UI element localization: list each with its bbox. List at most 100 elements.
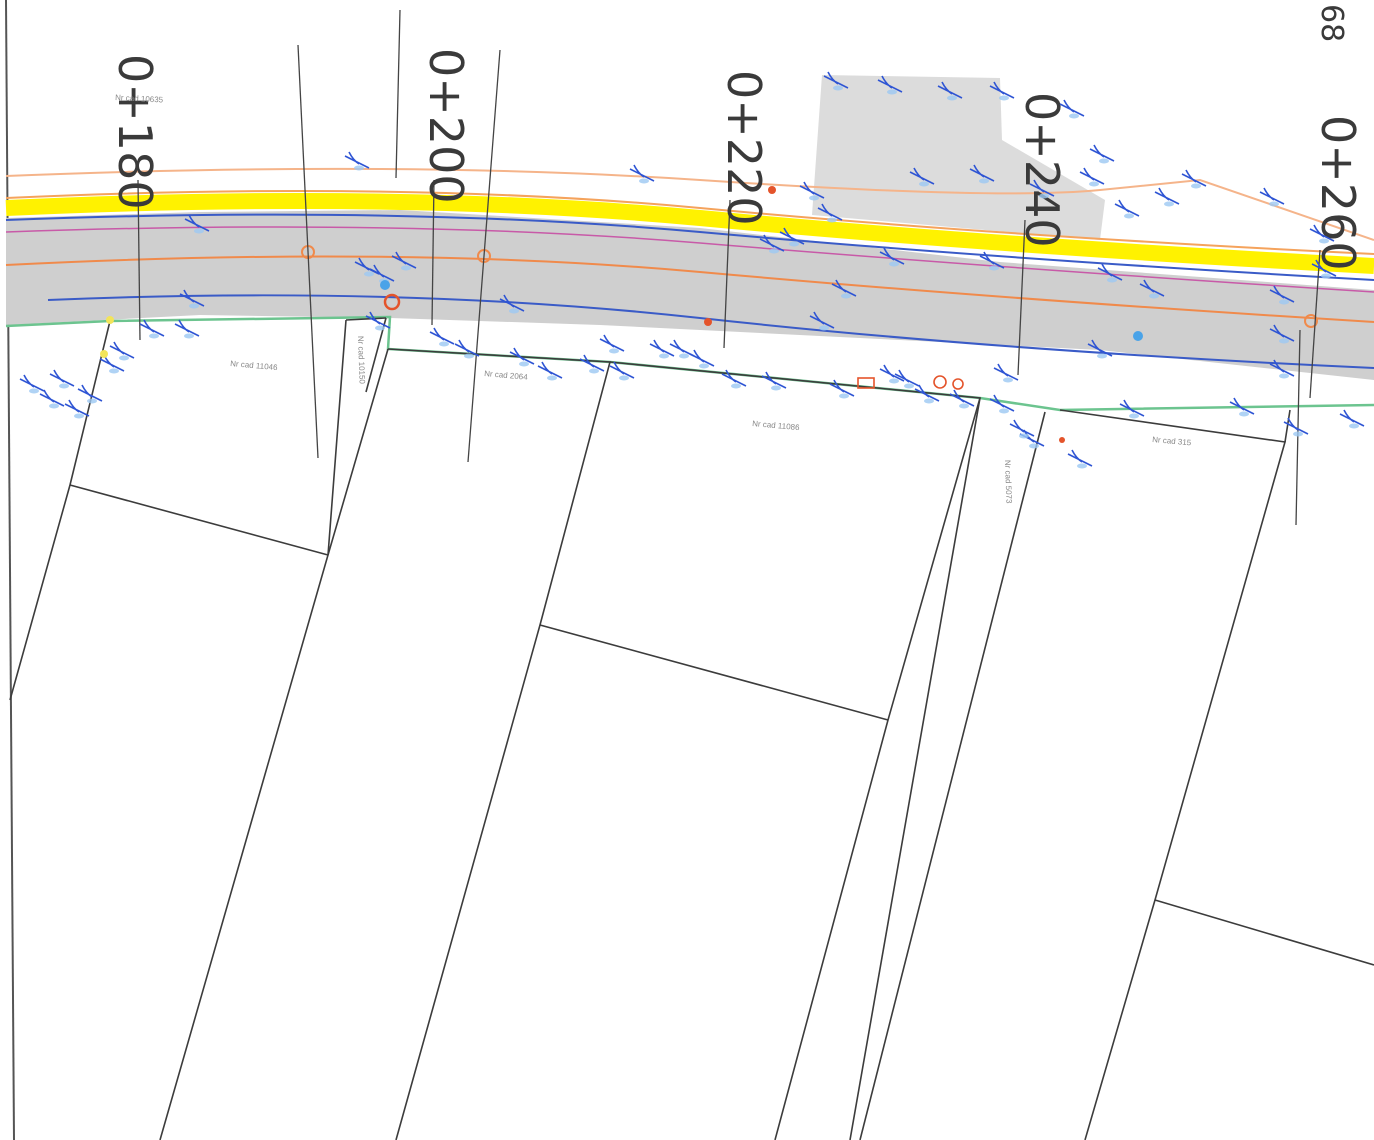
manhole-icon [380,280,390,290]
parcel-label: Nr cad 11046 [230,359,279,372]
tree-symbol-icon [109,341,135,361]
parcel-label: Nr cad 5073 [1003,460,1014,504]
tree-symbol-icon [1283,417,1309,437]
tree-symbol-icon [1229,397,1255,417]
tree-symbol-icon [1311,259,1337,279]
tree-symbol-icon [979,251,1005,271]
road-edge-orange-upper [5,167,1374,241]
utility-pole-icon [952,378,964,390]
road-orange-axis [5,255,1374,323]
tree-symbol-icon [179,289,205,309]
manhole-icon [383,293,401,311]
tree-symbol-icon [1269,285,1295,305]
tree-symbol-icon [1269,324,1295,344]
tree-symbol-icon [649,339,675,359]
tree-symbol-icon [1029,179,1055,199]
chainage-label: 0+240 [1015,92,1069,248]
tree-symbol-icon [1089,144,1115,164]
chainage-label: 0+200 [419,48,473,204]
tree-symbol-icon [365,311,391,331]
tree-symbol-icon [949,389,975,409]
tree-symbol-icon [509,347,535,367]
tree-symbol-icon [174,319,200,339]
tree-symbol-icon [1154,187,1180,207]
tree-symbol-icon [1009,419,1035,439]
utility-markers [100,186,1143,443]
tree-symbol-icon [454,339,480,359]
utility-pole-icon [768,186,776,194]
tree-symbol-icon [139,319,165,339]
tree-symbol-icon [831,279,857,299]
tree-symbol-icon [969,164,995,184]
tree-symbol-icon [1087,339,1113,359]
tree-symbol-icon [1079,167,1105,187]
manhole-icon [1133,331,1143,341]
tree-symbol-icon [1097,263,1123,283]
tree-symbol-icon [689,349,715,369]
building-footprint [812,75,1105,240]
tree-symbol-icon [894,369,920,389]
tree-symbol-icon [64,399,90,419]
tree-symbol-icon [1181,169,1207,189]
tree-symbol-icon [629,164,655,184]
tree-symbol-icon [1119,399,1145,419]
tree-symbol-icon [1309,224,1335,244]
tree-symbol-icon [391,251,417,271]
road-edge-orange-top [5,189,1374,255]
tree-symbol-icon [909,167,935,187]
tree-symbol-icon [759,234,785,254]
parcel-label: Nr cad 315 [1152,435,1192,447]
road-edge-blue-bottom [47,294,1374,369]
tree-symbol-icon [721,369,747,389]
parcel-boundaries [9,317,1374,1140]
tree-symbol-icon [184,214,210,234]
page-number: 68 [1314,4,1349,42]
utility-pole-icon [106,316,114,324]
utility-pole-icon [100,350,108,358]
tree-symbol-icon [1269,359,1295,379]
chainage-label: 0+180 [108,54,162,210]
road-yellow-band [5,192,1374,274]
tree-symbol-icon [1259,187,1285,207]
road-pink-line [5,226,1374,293]
tree-symbol-icon [39,389,65,409]
carriageway [6,210,1374,380]
tree-symbol-icon [49,369,75,389]
chainage-label: 0+260 [1311,115,1365,271]
tree-symbol-icon [77,384,103,404]
tree-symbol-icon [993,363,1019,383]
tree-symbol-icon [579,354,605,374]
chainage-label: 0+220 [717,70,771,226]
tree-symbol-icon [354,257,380,277]
tree-symbol-icon [914,384,940,404]
cross-section-lines [297,9,1301,526]
tree-symbol-icon [537,361,563,381]
tree-symbol-icon [779,227,805,247]
utility-pole-icon [857,377,875,389]
tree-symbol-icon [1059,99,1085,119]
utility-pole-icon [704,318,712,326]
tree-symbol-icon [761,371,787,391]
utility-pole-icon [933,375,947,389]
utility-pole-icon [1059,437,1065,443]
chainage-ticks [137,179,1321,399]
tree-symbol-icon [989,394,1015,414]
tree-symbol-icon [877,75,903,95]
tree-symbol-icon [1067,449,1093,469]
tree-symbol-icon [429,327,455,347]
tree-symbol-icon [609,361,635,381]
tree-symbol-icon [937,81,963,101]
parcel-label: Nr cad 11086 [752,419,801,432]
tree-symbol-icon [799,181,825,201]
tree-symbol-icon [599,334,625,354]
tree-symbol-icon [344,151,370,171]
tree-symbol-icon [1339,409,1365,429]
axis-point [1304,314,1318,328]
tree-symbol-icon [817,203,843,223]
tree-symbol-icon [809,311,835,331]
parcel-label: Nr cad 10635 [115,93,164,105]
tree-symbol-icon [1139,279,1165,299]
tree-symbol-icon [879,247,905,267]
tree-symbol-icon [499,294,525,314]
